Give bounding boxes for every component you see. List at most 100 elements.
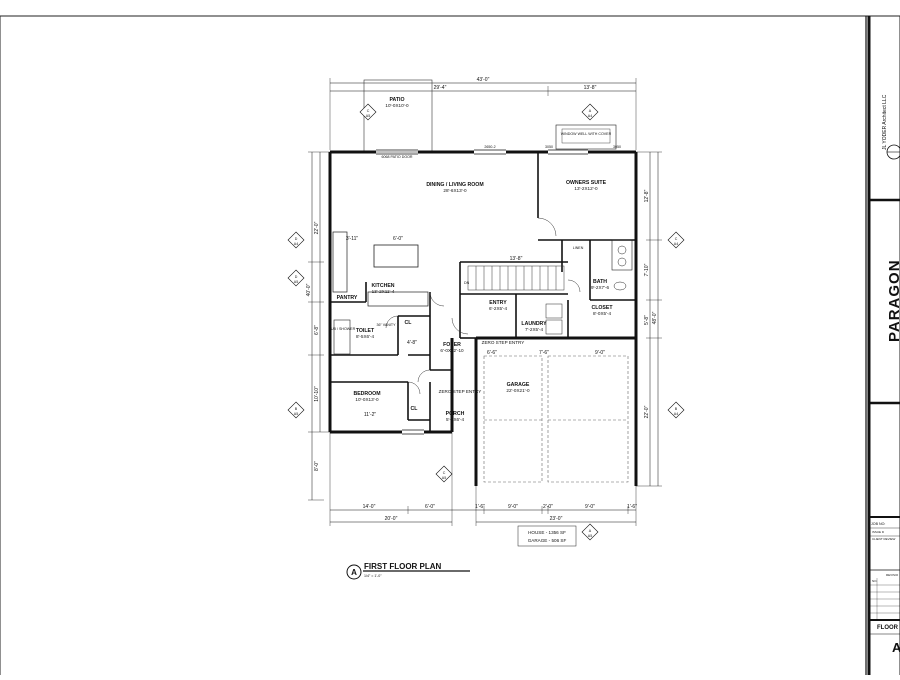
room-owners-dims: 13'-2X12'-0 bbox=[574, 186, 598, 191]
room-patio-name: PATIO bbox=[389, 97, 404, 103]
dim-left-b: 40'-0" bbox=[306, 283, 312, 296]
kitchen-island bbox=[373, 244, 419, 268]
svg-text:C: C bbox=[443, 471, 446, 475]
stair bbox=[467, 265, 565, 291]
floor-plan: 43'-0" 29'-4" 13'-8" PATIO 10'-0X10'-0 W… bbox=[287, 77, 685, 547]
sheet-number: A bbox=[892, 640, 900, 655]
room-closet-dims: 8'-0X5'-4 bbox=[593, 311, 612, 316]
dim-kit-b: 6'-0" bbox=[393, 236, 403, 242]
view-id-circle bbox=[346, 564, 362, 580]
revision-label: REVISIO bbox=[886, 573, 899, 577]
room-toilet-name: TOILET bbox=[356, 328, 375, 334]
zero-step-note-1: ZERO STEP ENTRY bbox=[482, 340, 525, 345]
room-porch-dims: 5'-0X6'-4 bbox=[446, 417, 465, 422]
section-tag: C A4 bbox=[667, 231, 685, 249]
svg-text:A: A bbox=[589, 109, 592, 113]
section-tag: D A4 bbox=[287, 231, 305, 249]
area-box bbox=[517, 525, 577, 547]
section-tag: C A5 bbox=[435, 465, 453, 483]
window-tag-b: 3050 bbox=[545, 145, 553, 149]
dim-garage-a: 6'-6" bbox=[487, 350, 497, 356]
window-tag-c: 3050 bbox=[613, 145, 621, 149]
room-owners-name: OWNERS SUITE bbox=[566, 180, 607, 186]
dim-9b: 9'-0" bbox=[585, 504, 595, 510]
room-entry-name: ENTRY bbox=[489, 300, 507, 306]
exterior-walls bbox=[328, 150, 638, 486]
room-porch-name: PORCH bbox=[446, 411, 465, 417]
dim-left-a: 22'-0" bbox=[314, 221, 320, 234]
dim-kit-a: 3'-11" bbox=[346, 236, 359, 242]
rev-no-label: NO. bbox=[872, 579, 878, 583]
kitchen-counter bbox=[332, 231, 348, 293]
room-dining-dims: 28'-6X13'-0 bbox=[443, 188, 467, 193]
room-bath-name: BATH bbox=[593, 279, 607, 285]
svg-text:C: C bbox=[367, 109, 370, 113]
sheet-title: FLOOR bbox=[877, 625, 899, 631]
plan-scale: 1/4" = 1'-0" bbox=[364, 574, 382, 578]
room-entry-dims: 6'-2X5'-4 bbox=[489, 306, 508, 311]
room-bedroom-name: BEDROOM bbox=[353, 391, 380, 397]
section-tag: A A4 bbox=[581, 103, 599, 121]
svg-text:A4: A4 bbox=[674, 412, 678, 416]
room-toilet-dims: 8'-5X6'-4 bbox=[356, 334, 375, 339]
dim-6: 6'-0" bbox=[425, 504, 435, 510]
dim-left-e: 8'-0" bbox=[314, 461, 320, 471]
section-tag: B A5 bbox=[287, 401, 305, 419]
room-patio-dims: 10'-0X10'-0 bbox=[385, 103, 409, 108]
window-openings bbox=[376, 149, 588, 435]
section-tag: D A5 bbox=[287, 269, 305, 287]
dim-right-e: 22'-0" bbox=[644, 405, 650, 418]
svg-text:A4: A4 bbox=[294, 242, 298, 246]
section-tag: A A5 bbox=[581, 523, 599, 541]
dim-top-right: 13'-8" bbox=[584, 85, 597, 91]
dim-right-d: 5'-8" bbox=[644, 315, 650, 325]
stair-dn: DN bbox=[464, 281, 470, 285]
section-tag: B A4 bbox=[667, 401, 685, 419]
room-cl2-name: CL bbox=[411, 406, 419, 412]
section-tag: C A5 bbox=[359, 103, 377, 121]
window-well bbox=[555, 124, 617, 150]
room-laundry-name: LAUNDRY bbox=[521, 321, 547, 327]
svg-text:A5: A5 bbox=[294, 280, 298, 284]
svg-text:D: D bbox=[295, 237, 298, 241]
window-tag-a: 2650-2 bbox=[484, 145, 495, 149]
svg-text:B: B bbox=[295, 407, 298, 411]
room-garage-name: GARAGE bbox=[507, 382, 530, 388]
room-closet-name: CLOSET bbox=[591, 305, 613, 311]
room-kitchen-dims: 13'-2X11'-4 bbox=[372, 289, 395, 294]
garage-doors bbox=[483, 355, 629, 483]
svg-text:A5: A5 bbox=[366, 114, 370, 118]
tub-shower bbox=[333, 319, 351, 355]
bath-vanity bbox=[611, 239, 633, 271]
svg-text:B: B bbox=[675, 407, 678, 411]
client-review: CLIENT REVIEW bbox=[872, 537, 895, 541]
room-kitchen-name: KITCHEN bbox=[371, 283, 394, 289]
dim-right-c: 48'-0" bbox=[652, 311, 658, 324]
svg-text:A: A bbox=[589, 529, 592, 533]
svg-text:A5: A5 bbox=[442, 476, 446, 480]
dim-23: 23'-0" bbox=[550, 516, 563, 522]
room-pantry-name: PANTRY bbox=[337, 295, 358, 301]
room-foyer-name: FOYER bbox=[443, 342, 461, 348]
dim-1-6b: 1'-6" bbox=[627, 504, 637, 510]
dim-garage-b: 7'-6" bbox=[539, 350, 549, 356]
dim-2: 2'-0" bbox=[543, 504, 553, 510]
dim-right-a: 12'-8" bbox=[644, 189, 650, 202]
zero-step-note-2: ZERO STEP ENTRY bbox=[439, 389, 482, 394]
title-block: JL YODER Architect LLC PARAGON JOB NO: I… bbox=[869, 94, 900, 655]
room-foyer-dims: 6'-0X12'-10 bbox=[440, 348, 464, 353]
dim-20: 20'-0" bbox=[385, 516, 398, 522]
patio-door-note: 6068 PATIO DOOR bbox=[381, 155, 412, 159]
dim-garage-c: 9'-0" bbox=[595, 350, 605, 356]
dim-9a: 9'-0" bbox=[508, 504, 518, 510]
window-well-note: WINDOW WELL WITH COVER bbox=[561, 132, 612, 136]
svg-text:C: C bbox=[675, 237, 678, 241]
svg-text:A4: A4 bbox=[588, 114, 592, 118]
room-laundry-dims: 7'-2X5'-4 bbox=[525, 327, 544, 332]
room-bedroom-dims: 10'-0X13'-0 bbox=[355, 397, 379, 402]
kitchen-counter-lower bbox=[367, 291, 429, 307]
view-id: A bbox=[351, 568, 357, 577]
tub-note: TUB / SHOWER bbox=[329, 327, 356, 331]
dim-14: 14'-0" bbox=[363, 504, 376, 510]
